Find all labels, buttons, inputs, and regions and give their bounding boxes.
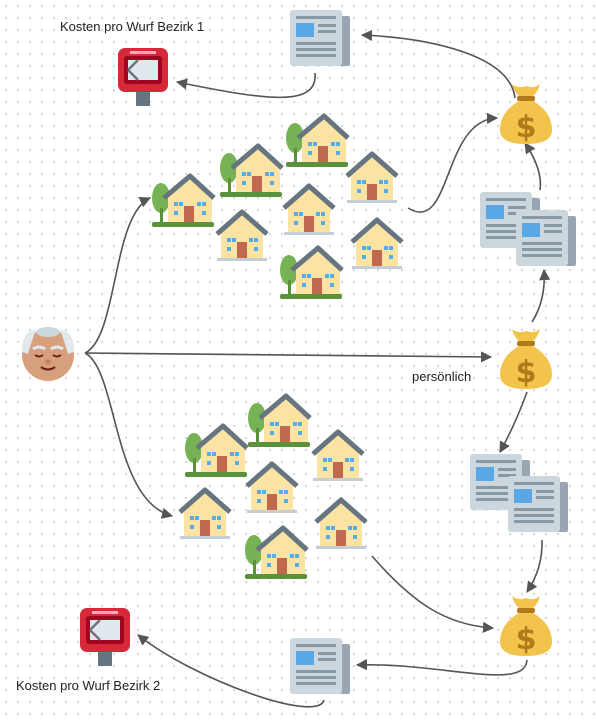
house-with-tree-icon — [152, 176, 214, 227]
house-with-tree-icon — [280, 248, 342, 299]
house-with-tree-icon — [248, 396, 310, 447]
arrow-newspaper-1-to-mailbox-1 — [175, 72, 316, 99]
house-with-tree-icon — [245, 528, 307, 579]
money-bag-icon — [500, 596, 552, 657]
house-icon — [247, 464, 297, 513]
arrow-person-to-bag-personal — [84, 351, 493, 363]
district-1-houses — [152, 116, 402, 299]
house-icon — [316, 500, 366, 549]
arrow-district-2-to-bag-bottom — [371, 555, 495, 633]
arrow-bag-bottom-to-newspaper-2 — [355, 659, 528, 676]
house-icon — [180, 490, 230, 539]
house-icon — [352, 220, 402, 269]
house-with-tree-icon — [185, 426, 247, 477]
district-2-houses — [180, 396, 366, 579]
newspaper-icon — [508, 476, 568, 532]
money-bag-icon — [500, 84, 552, 145]
house-icon — [217, 212, 267, 261]
arrow-newspaper-stack-top-to-bag-top — [524, 142, 542, 191]
label-personal: persönlich — [412, 369, 471, 384]
newspaper-icon — [290, 10, 350, 66]
newspaper-icon — [290, 638, 350, 694]
house-with-tree-icon — [220, 146, 282, 197]
label-cost-district-1: Kosten pro Wurf Bezirk 1 — [60, 19, 204, 34]
elderly-man-icon — [20, 325, 76, 383]
house-with-tree-icon — [286, 116, 348, 167]
arrow-bag-personal-to-newspaper-stack-bottom — [499, 391, 528, 453]
arrows — [84, 29, 551, 708]
arrow-person-to-district-1 — [84, 197, 152, 354]
arrow-newspaper-2-to-mailbox-2 — [137, 634, 325, 708]
arrow-person-to-district-2 — [84, 352, 174, 519]
house-icon — [284, 186, 334, 235]
arrow-newspaper-stack-bottom-to-bag-bottom — [526, 539, 543, 593]
label-cost-district-2: Kosten pro Wurf Bezirk 2 — [16, 678, 160, 693]
mailbox-icon — [116, 46, 170, 108]
newspaper-icon — [516, 210, 576, 266]
arrow-bag-top-to-newspaper-1 — [360, 29, 516, 99]
arrow-bag-personal-to-newspaper-stack-top — [531, 268, 551, 323]
house-icon — [347, 154, 397, 203]
arrow-district-1-to-bag-top — [407, 112, 499, 213]
money-bag-icon — [500, 329, 552, 390]
mailbox-icon — [78, 606, 132, 668]
house-icon — [313, 432, 363, 481]
